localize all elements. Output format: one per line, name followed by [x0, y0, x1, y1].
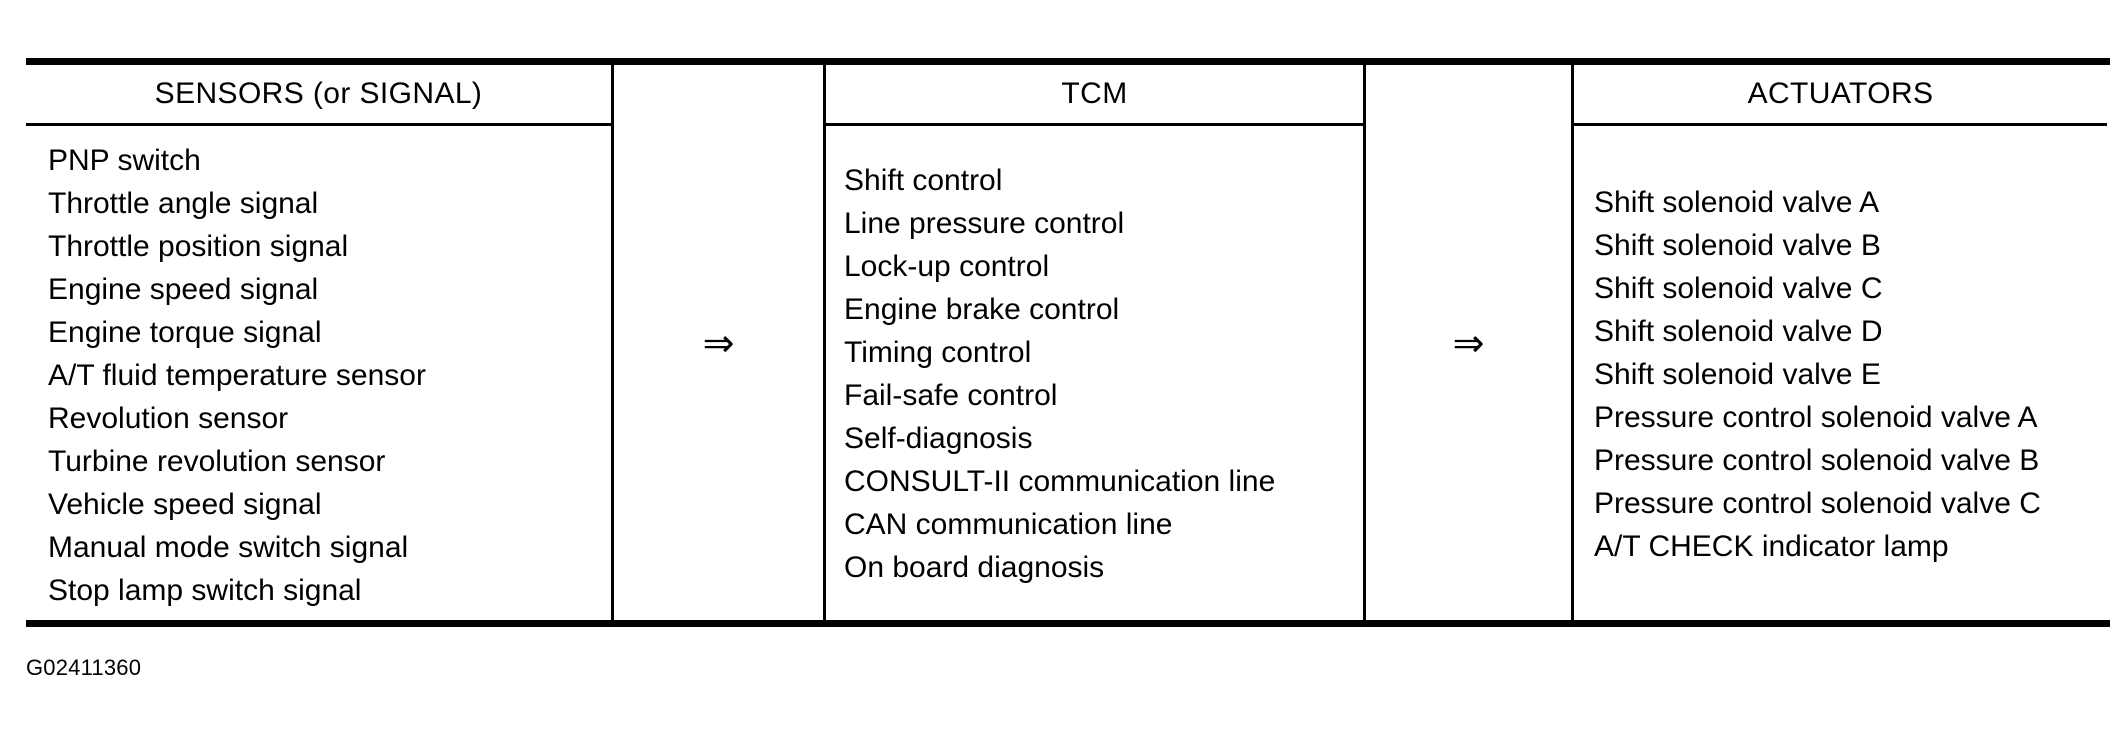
list-item: CAN communication line — [844, 508, 1173, 541]
column-arrow-tcm-to-actuators: ⇒ — [1366, 65, 1574, 620]
sensors-list: PNP switch Throttle angle signal Throttl… — [48, 139, 611, 612]
column-body-actuators: Shift solenoid valve A Shift solenoid va… — [1574, 126, 2107, 620]
flow-table: SENSORS (or SIGNAL) PNP switch Throttle … — [26, 58, 2110, 627]
list-item: PNP switch — [48, 143, 201, 177]
list-item: Shift control — [844, 164, 1003, 197]
list-item: CONSULT-II communication line — [844, 465, 1276, 498]
rightwards-double-arrow-icon: ⇒ — [1452, 320, 1485, 365]
list-item: Pressure control solenoid valve B — [1594, 443, 2040, 477]
list-item: Timing control — [844, 336, 1032, 369]
list-item: Shift solenoid valve C — [1594, 271, 1883, 305]
column-header-tcm: TCM — [826, 65, 1363, 126]
column-body-sensors: PNP switch Throttle angle signal Throttl… — [26, 126, 611, 620]
list-item: Turbine revolution sensor — [48, 444, 386, 478]
column-actuators: ACTUATORS Shift solenoid valve A Shift s… — [1574, 65, 2107, 620]
list-item: Pressure control solenoid valve C — [1594, 486, 2041, 520]
list-item: Shift solenoid valve D — [1594, 314, 1883, 348]
list-item: Self-diagnosis — [844, 422, 1033, 455]
list-item: Engine speed signal — [48, 272, 319, 306]
list-item: Lock-up control — [844, 250, 1050, 283]
list-item: Throttle angle signal — [48, 186, 319, 220]
list-item: Throttle position signal — [48, 229, 349, 263]
list-item: Manual mode switch signal — [48, 530, 409, 564]
arrow-cell: ⇒ — [1366, 65, 1571, 620]
tcm-list: Shift control Line pressure control Lock… — [844, 159, 1363, 589]
list-item: Shift solenoid valve B — [1594, 228, 1881, 262]
list-item: Revolution sensor — [48, 401, 289, 435]
list-item: A/T CHECK indicator lamp — [1594, 529, 1949, 563]
list-item: On board diagnosis — [844, 551, 1105, 584]
actuators-list: Shift solenoid valve A Shift solenoid va… — [1594, 181, 2107, 568]
column-header-sensors: SENSORS (or SIGNAL) — [26, 65, 611, 126]
column-header-actuators: ACTUATORS — [1574, 65, 2107, 126]
column-arrow-sensors-to-tcm: ⇒ — [614, 65, 826, 620]
list-item: Shift solenoid valve E — [1594, 357, 1881, 391]
list-item: Vehicle speed signal — [48, 487, 322, 521]
list-item: A/T fluid temperature sensor — [48, 358, 426, 392]
column-sensors: SENSORS (or SIGNAL) PNP switch Throttle … — [26, 65, 614, 620]
list-item: Line pressure control — [844, 207, 1125, 240]
figure-id-label: G02411360 — [26, 655, 142, 680]
column-tcm: TCM Shift control Line pressure control … — [826, 65, 1366, 620]
list-item: Fail-safe control — [844, 379, 1058, 412]
list-item: Pressure control solenoid valve A — [1594, 400, 2038, 434]
list-item: Shift solenoid valve A — [1594, 185, 1880, 219]
list-item: Engine brake control — [844, 293, 1120, 326]
rightwards-double-arrow-icon: ⇒ — [702, 320, 735, 365]
column-body-tcm: Shift control Line pressure control Lock… — [826, 126, 1363, 620]
arrow-cell: ⇒ — [614, 65, 823, 620]
list-item: Stop lamp switch signal — [48, 573, 362, 607]
list-item: Engine torque signal — [48, 315, 322, 349]
